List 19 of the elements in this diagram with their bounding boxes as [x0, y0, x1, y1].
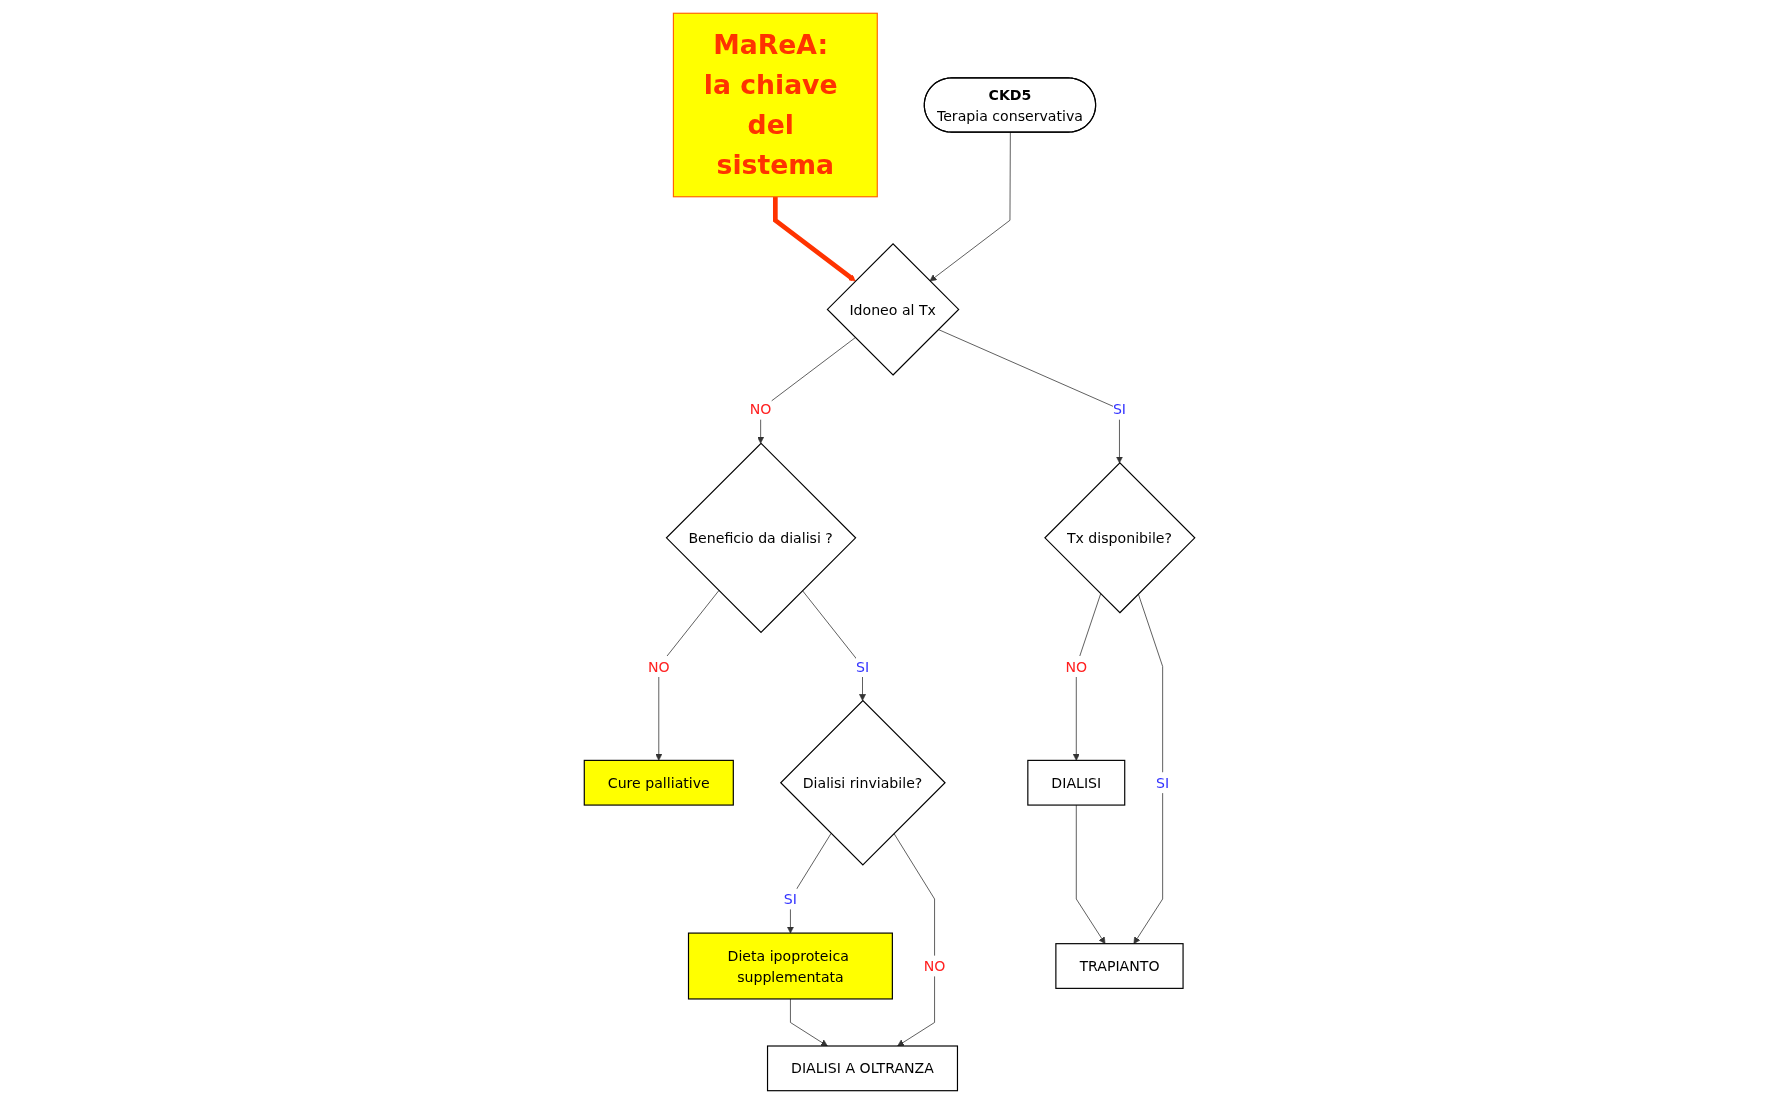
- edge-label: SI: [1156, 774, 1170, 791]
- node-box: Cure palliative: [584, 759, 735, 806]
- node-diamond: Tx disponibile?: [1044, 461, 1197, 614]
- edge-label: NO: [1065, 657, 1088, 675]
- edge-label: NO: [924, 957, 946, 974]
- node-diamond: Idoneo al Tx: [827, 242, 960, 376]
- edge-label: NO: [648, 657, 671, 675]
- node-box: DIALISI: [1027, 759, 1126, 806]
- edge-label: SI: [856, 657, 870, 675]
- arrow: [773, 196, 857, 281]
- node-box: DIALISI A OLTRANZA: [767, 1044, 959, 1091]
- node-box: Dieta ipoproteica supplementata: [688, 932, 894, 1000]
- edge-label: SI: [1113, 400, 1127, 417]
- node-box: MaReA: la chiave del sistema: [673, 12, 879, 197]
- edge-label: SI: [784, 890, 798, 907]
- edge-label: NO: [750, 400, 772, 417]
- node-diamond: Dialisi rinviabile?: [780, 699, 947, 866]
- node-diamond: Beneficio da dialisi ?: [666, 441, 857, 633]
- node-box: TRAPIANTO: [1055, 942, 1185, 989]
